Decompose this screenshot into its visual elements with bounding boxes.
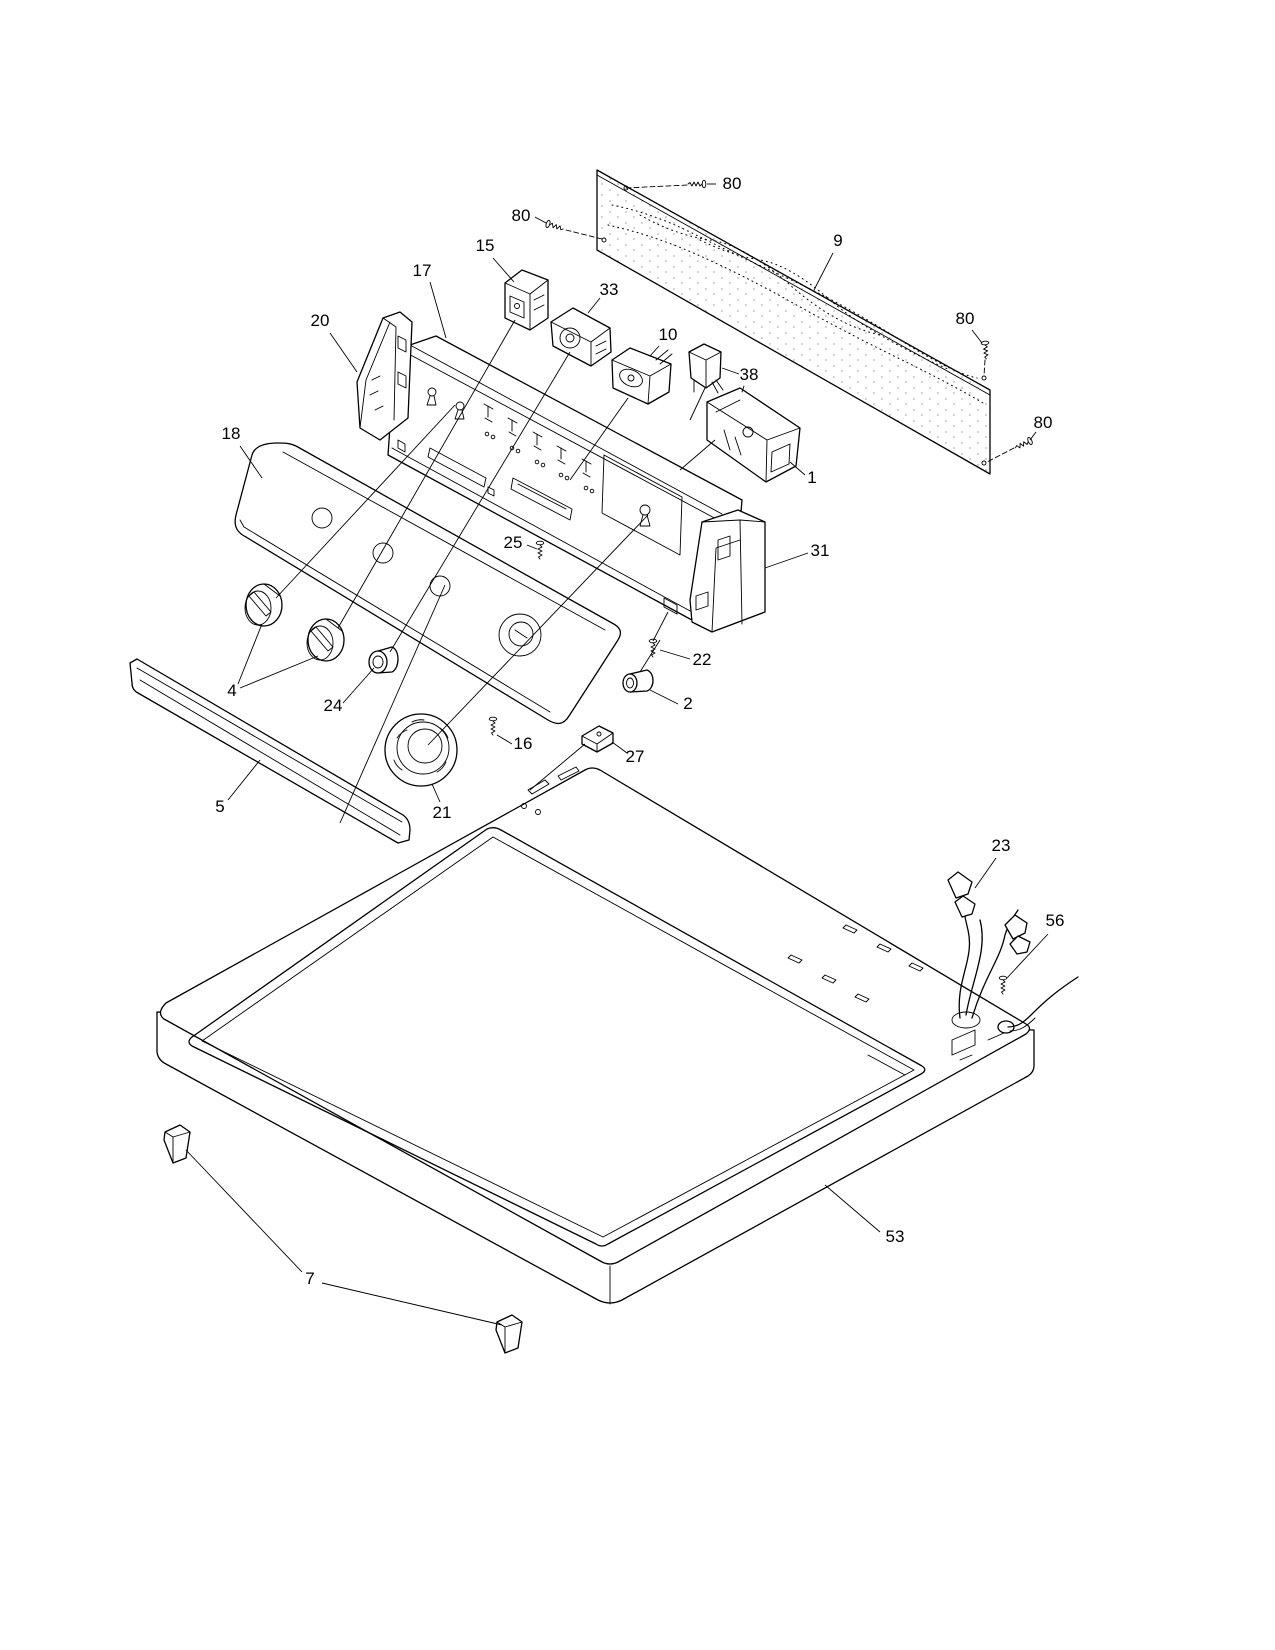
callout-5: 5 — [215, 797, 224, 816]
leader-line — [974, 857, 997, 889]
callout-27: 27 — [626, 747, 645, 766]
part-7-clip-right — [495, 1314, 523, 1354]
end-cap-right — [689, 509, 766, 633]
callout-80-right: 80 — [956, 309, 975, 328]
leader-line — [587, 297, 601, 314]
callout-24: 24 — [324, 696, 343, 715]
callout-33: 33 — [600, 280, 619, 299]
part-5-trim-strip — [129, 658, 411, 844]
screw-80-top-left — [625, 179, 707, 189]
callout-80-top: 80 — [723, 174, 742, 193]
knob-4-left — [244, 583, 283, 627]
callout-16: 16 — [514, 734, 533, 753]
leader-line — [185, 1149, 303, 1273]
screw-80-bottom-left — [544, 219, 603, 240]
callout-25: 25 — [504, 533, 523, 552]
callout-22: 22 — [693, 650, 712, 669]
leader-line — [431, 783, 441, 803]
screw-56 — [998, 975, 1008, 995]
leader-line — [239, 445, 263, 479]
leader-line — [534, 216, 547, 224]
leader-line — [429, 281, 447, 339]
callout-17: 17 — [413, 261, 432, 280]
callout-56: 56 — [1046, 911, 1065, 930]
leader-line — [764, 552, 809, 569]
part-1-control — [706, 385, 801, 483]
callout-31: 31 — [811, 541, 830, 560]
leader-line — [342, 667, 375, 704]
callout-2: 2 — [683, 694, 692, 713]
leader-line — [1006, 933, 1049, 979]
part-7-clip-left — [163, 1124, 191, 1164]
leader-line — [721, 367, 740, 375]
callout-1: 1 — [807, 468, 816, 487]
alignment-lines — [275, 319, 716, 824]
part-15-switch — [504, 269, 549, 331]
control-panel — [234, 442, 622, 725]
leader-lines — [185, 183, 1049, 1326]
callout-20: 20 — [311, 311, 330, 330]
callout-21: 21 — [433, 803, 452, 822]
leader-line — [239, 655, 319, 689]
leader-line — [971, 329, 983, 344]
power-cord — [997, 976, 1079, 1034]
leader-line — [813, 252, 834, 291]
callout-53: 53 — [886, 1227, 905, 1246]
screw-80-top-right — [980, 340, 991, 377]
screw-16 — [488, 716, 498, 736]
leader-line — [496, 734, 513, 745]
callout-4: 4 — [227, 681, 236, 700]
leader-line — [611, 741, 628, 754]
part-10-selector — [611, 347, 673, 405]
callout-80-left: 80 — [512, 206, 531, 225]
leader-line — [789, 461, 806, 476]
callout-18: 18 — [222, 424, 241, 443]
part-2-shaft — [622, 669, 654, 693]
console-backsplash — [387, 335, 743, 625]
part-24-knob-insert — [368, 646, 399, 674]
leader-line — [227, 759, 261, 801]
knob-4-right — [306, 618, 345, 662]
leader-line — [492, 257, 515, 283]
leader-line — [237, 623, 263, 685]
screw-25 — [535, 540, 545, 560]
end-cap-left — [356, 311, 413, 441]
part-27-bracket — [581, 725, 614, 753]
part-21-dial-knob — [384, 713, 458, 787]
leader-line — [1029, 431, 1037, 441]
screw-80-bottom-right — [986, 436, 1034, 463]
leader-line — [649, 689, 679, 705]
top-lid — [156, 766, 1035, 1305]
callout-38: 38 — [740, 365, 759, 384]
leader-line — [659, 649, 691, 660]
leader-line — [649, 345, 660, 357]
callout-15: 15 — [476, 236, 495, 255]
part-38-switch — [688, 343, 724, 394]
leader-line — [321, 1282, 503, 1326]
callout-labels: 80 80 9 15 33 17 20 10 80 38 80 1 18 25 … — [215, 174, 1064, 1288]
callout-23: 23 — [992, 836, 1011, 855]
part-33-timer — [550, 307, 612, 367]
callout-80-lower-right: 80 — [1034, 413, 1053, 432]
callout-9: 9 — [833, 231, 842, 250]
screw-22 — [648, 638, 658, 658]
leader-line — [329, 332, 358, 373]
leader-line — [824, 1184, 881, 1233]
leader-line — [526, 544, 538, 550]
part-23-wire-harness — [947, 871, 1031, 1019]
callout-10: 10 — [659, 325, 678, 344]
back-panel — [596, 169, 991, 475]
callout-7: 7 — [305, 1269, 314, 1288]
